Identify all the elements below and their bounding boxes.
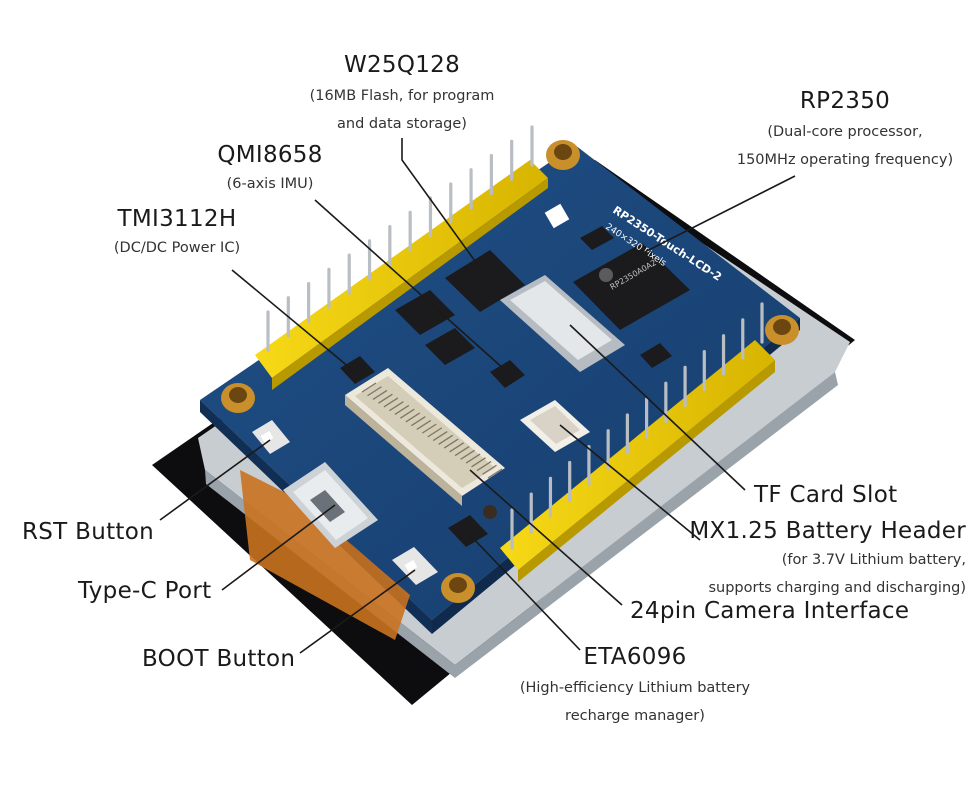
fpc-contact [449,442,465,453]
standoff-top [546,140,580,170]
mx125-header [520,400,590,452]
leader-camera [469,469,623,606]
callout-desc-line: 150MHz operating frequency) [736,152,954,169]
inductor [483,505,497,519]
callout-desc-line: (Dual-core processor, [767,124,923,141]
ic-chip [640,343,672,368]
callout-name: BOOT Button [142,646,296,672]
rp2350-chip: RP2350A0A2 [573,243,690,330]
callout-tf-card: TF Card Slot [754,482,897,508]
ic-chip [580,226,614,250]
fpc-contact [367,386,382,397]
standoff-left [221,383,255,413]
right-pin-header [500,340,775,582]
callout-desc-line: (for 3.7V Lithium battery, [781,552,966,569]
callout-name: QMI8658 [217,142,323,168]
standoff-bottom [441,573,475,603]
fpc-contacts [361,382,503,479]
callout-typec: Type-C Port [78,578,211,604]
qmi8658-chip [490,360,525,388]
callout-desc-line: (6-axis IMU) [226,176,314,193]
fpc-contact [421,423,437,434]
callout-camera: 24pin Camera Interface [630,598,909,624]
callout-eta6096: ETA6096 (High-efficiency Lithium battery… [500,644,770,730]
callout-rp2350: RP2350 (Dual-core processor, 150MHz oper… [720,88,970,174]
callout-name: RP2350 [799,88,891,114]
callout-qmi8658: QMI8658 (6-axis IMU) [200,142,340,198]
fpc-contact [476,460,492,472]
leader-tmi3112h [231,269,351,369]
callout-name: W25Q128 [343,52,461,78]
fpc-contact [383,397,399,408]
callout-name: TF Card Slot [754,482,898,508]
leader-mx125 [559,424,701,541]
fpc-contact [389,401,404,412]
callout-tmi3112h: TMI3112H (DC/DC Power IC) [92,206,262,262]
raspberry-logo [599,268,613,282]
rst-button-part [252,420,290,454]
callout-w25q128: W25Q128 (16MB Flash, for program and dat… [292,52,512,138]
leader-rp2350 [624,175,796,263]
leader-lines [159,138,796,654]
ic-chip [395,290,455,335]
fpc-contact [438,434,454,445]
leader-eta6096 [469,534,581,651]
w25q128-chip [445,250,525,312]
callout-mx125: MX1.25 Battery Header (for 3.7V Lithium … [660,518,966,602]
fpc-contact [465,453,481,464]
callout-name: ETA6096 [583,644,687,670]
callout-desc-line: (High-efficiency Lithium battery [519,680,751,697]
callout-desc-line: (16MB Flash, for program [309,88,495,105]
waveshare-logo [544,203,570,229]
eta6096-chip [448,515,488,547]
tmi3112h-chip [340,356,375,384]
leader-rst [159,439,271,521]
typec-port [283,462,378,548]
callout-boot: BOOT Button [142,646,295,672]
fpc-contact [416,419,432,430]
fpc-contact [372,389,388,401]
callout-name: Type-C Port [78,578,212,604]
boot-button-part [392,547,438,585]
callout-desc-line: recharge manager) [565,708,705,725]
fpc-contact [394,404,410,415]
left-header-pins [266,125,534,352]
fpc-contact [399,408,415,419]
callout-name: TMI3112H [117,206,237,232]
fpc-contact [471,457,486,468]
right-header-pins [510,302,764,550]
standoff-right [765,315,799,345]
callout-name: MX1.25 Battery Header [689,518,966,544]
fpc-contact [482,464,497,475]
leader-w25q128 [401,138,481,269]
fpc-contact [454,446,470,457]
fpc-contact [361,382,377,393]
fpc-contact [405,412,421,423]
fpc-contact [432,431,448,442]
fpc-contact [378,393,393,404]
callout-rst: RST Button [22,519,154,545]
leader-qmi8658 [314,199,506,371]
callout-name: RST Button [22,519,154,545]
leader-tf [569,324,746,491]
callout-desc-line: and data storage) [337,116,467,133]
fpc-contact [487,468,503,479]
fpc-contact [443,438,459,449]
callout-desc-line: (DC/DC Power IC) [113,240,241,257]
fpc-contact [427,427,443,438]
fpc-contact [460,449,475,460]
leader-boot [299,569,416,654]
ic-chip [425,328,475,365]
leader-typec [221,504,336,591]
flex-cable [240,470,410,640]
callout-name: 24pin Camera Interface [630,598,910,624]
fpc-contact [410,416,426,427]
callout-desc-line: supports charging and discharging) [708,580,966,597]
